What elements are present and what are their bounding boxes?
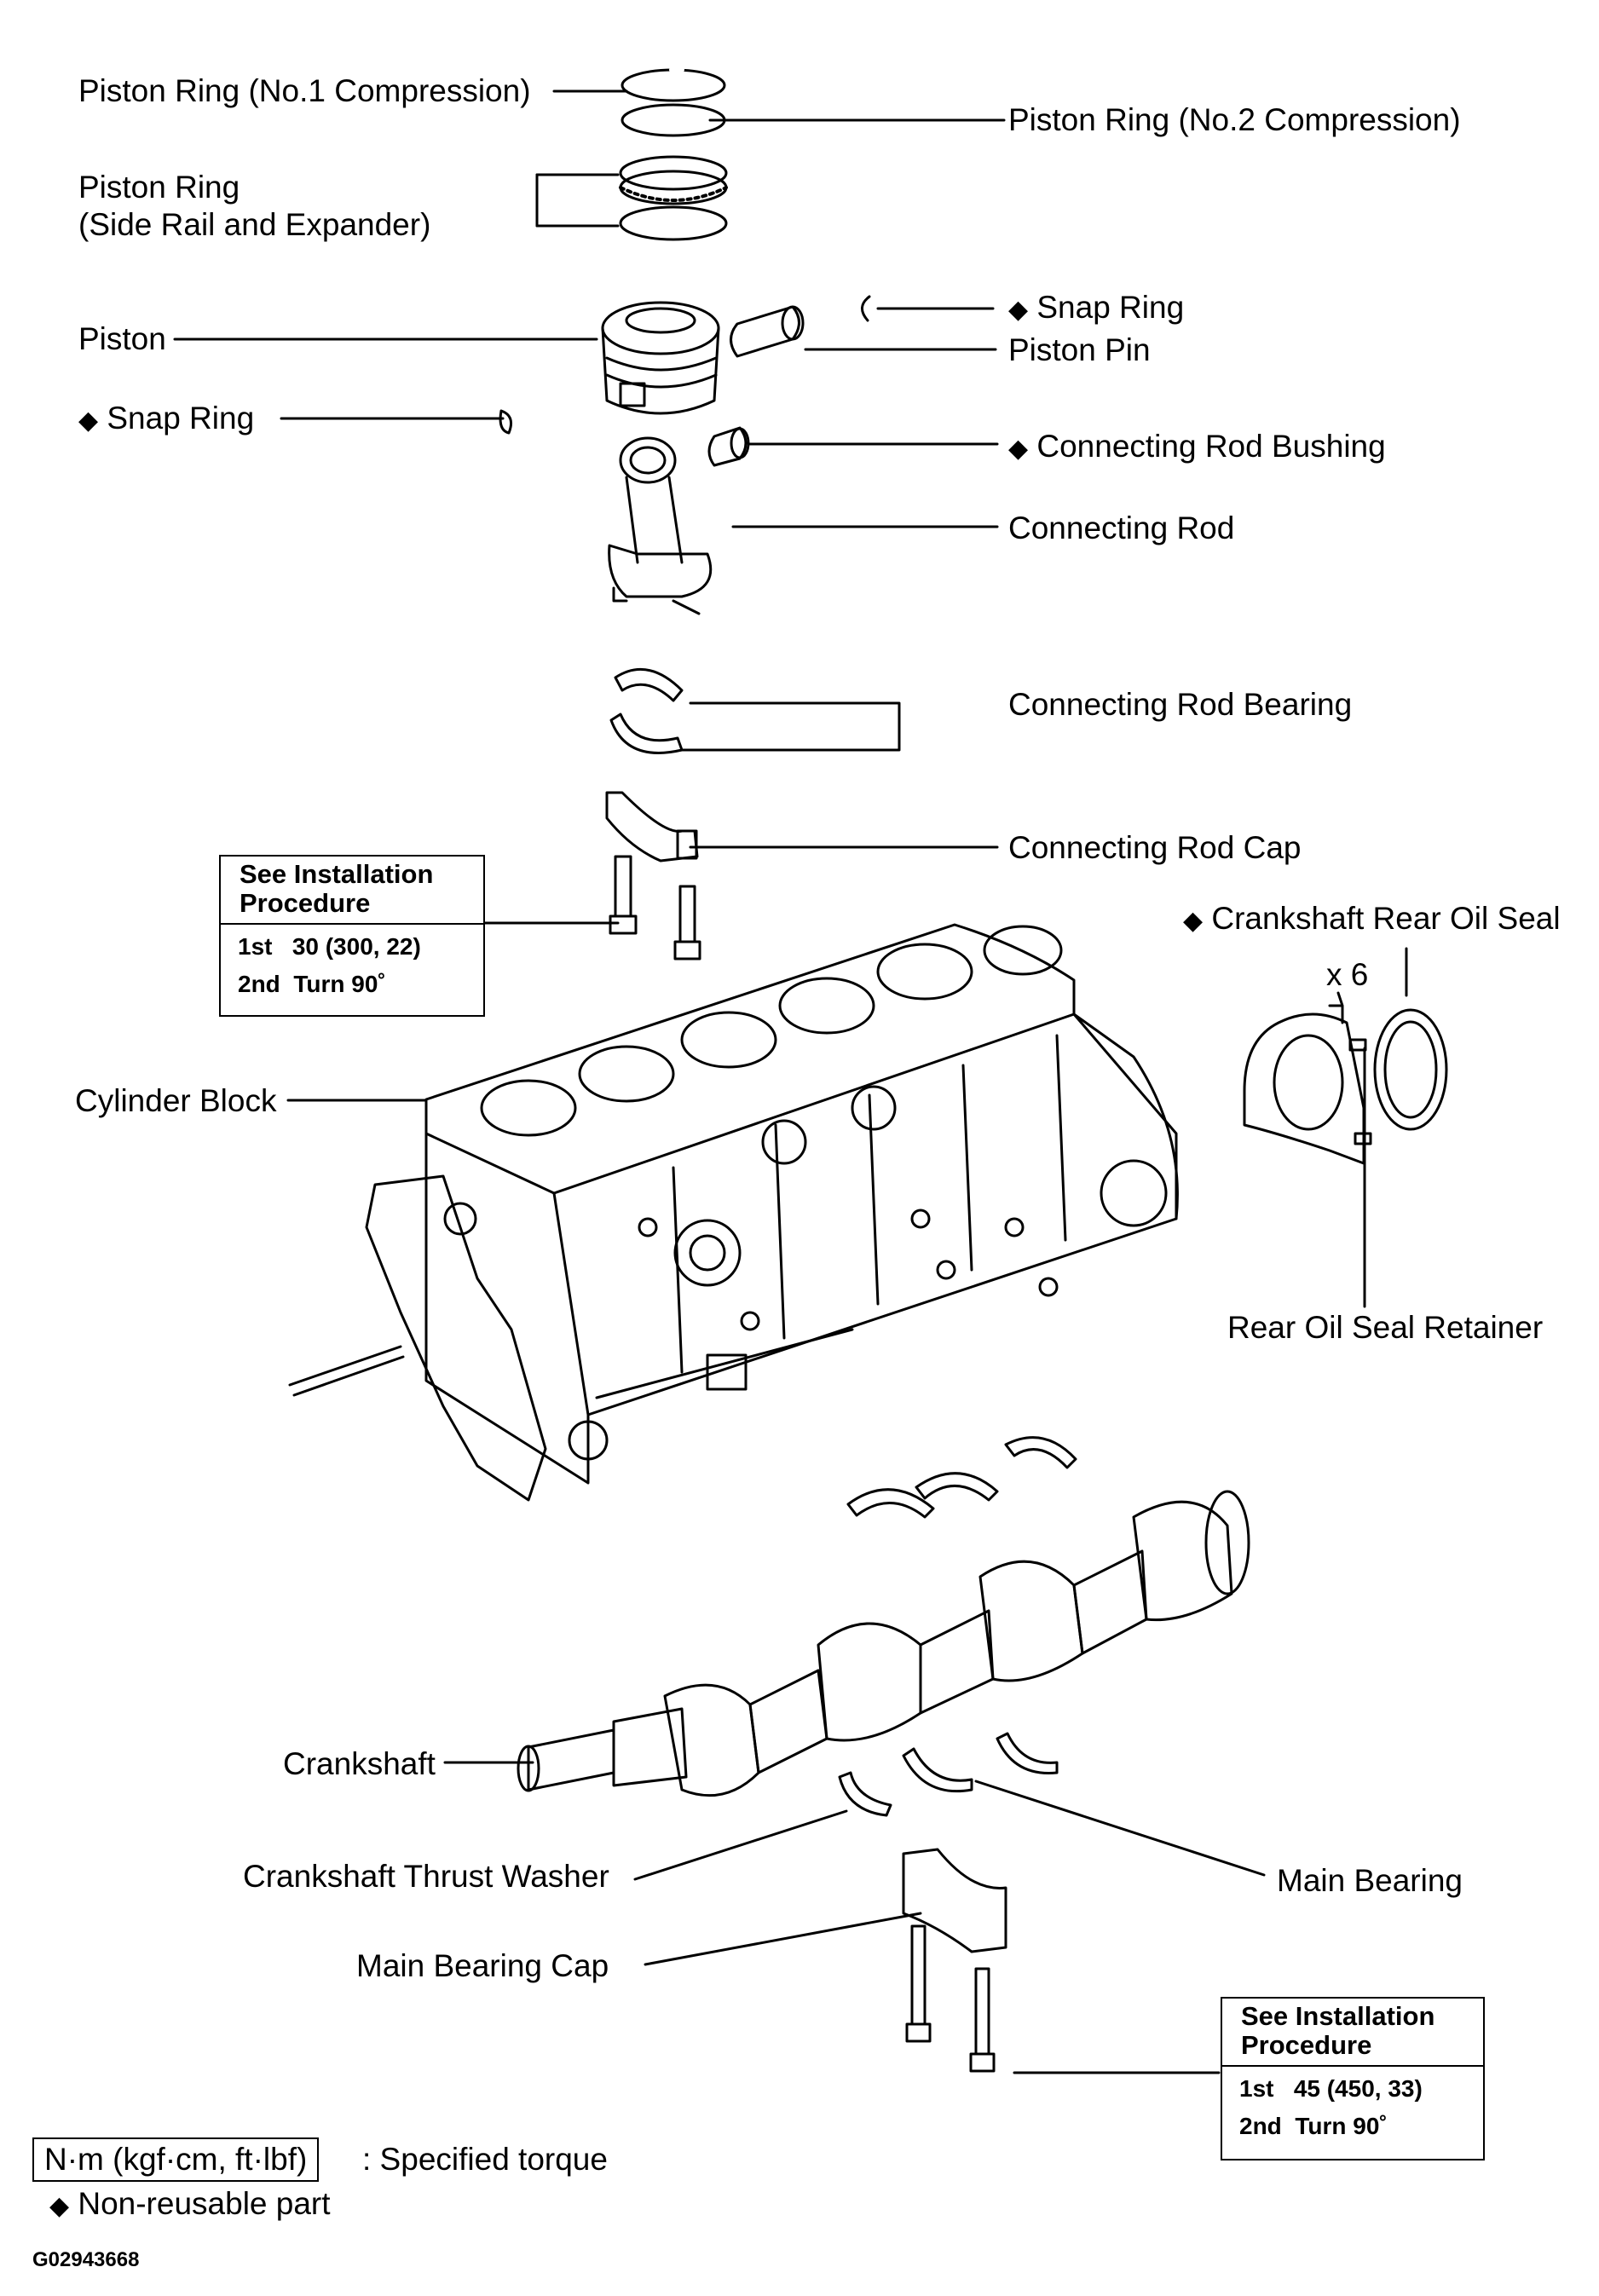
connecting-rod-bearing-shapes — [609, 667, 684, 754]
piston-shape — [601, 301, 720, 415]
label-snap-ring-right: ◆ Snap Ring — [1008, 290, 1185, 325]
label-crankshaft: Crankshaft — [283, 1746, 436, 1781]
connecting-rod-bolt-shapes — [609, 855, 701, 961]
label-crankshaft-thrust-washer: Crankshaft Thrust Washer — [243, 1859, 609, 1894]
upper-main-bearing-shapes — [846, 1436, 1077, 1519]
torque-step-2: 2nd Turn 90˚ — [238, 971, 386, 997]
legend-torque-description: : Specified torque — [362, 2142, 608, 2177]
torque-step-1: 1st 45 (450, 33) — [1239, 2075, 1423, 2102]
cylinder-block-shape — [288, 923, 1179, 1502]
label-main-bearing-cap: Main Bearing Cap — [356, 1948, 609, 1983]
oil-ring-shape — [619, 155, 728, 241]
figure-id: G02943668 — [32, 2248, 140, 2271]
leader-lines — [173, 89, 1408, 2074]
piston-ring-no2-shape — [621, 103, 726, 137]
label-connecting-rod-bushing: ◆ Connecting Rod Bushing — [1008, 429, 1386, 464]
label-main-bearing: Main Bearing — [1277, 1863, 1463, 1898]
label-snap-ring-left: ◆ Snap Ring — [78, 401, 255, 436]
non-reusable-diamond-icon: ◆ — [1008, 296, 1029, 324]
connecting-rod-shape — [608, 436, 713, 615]
torque-step-1: 1st 30 (300, 22) — [238, 933, 421, 960]
label-connecting-rod-bearing: Connecting Rod Bearing — [1008, 687, 1353, 722]
torque-box-connecting-rod: See Installation Procedure 1st 30 (300, … — [219, 855, 485, 1017]
non-reusable-diamond-icon: ◆ — [78, 407, 99, 435]
rear-oil-seal-retainer-shape — [1243, 991, 1372, 1165]
connecting-rod-cap-shape — [605, 791, 699, 862]
non-reusable-diamond-icon: ◆ — [1183, 907, 1204, 935]
label-rear-oil-seal-retainer: Rear Oil Seal Retainer — [1227, 1310, 1544, 1345]
label-connecting-rod-cap: Connecting Rod Cap — [1008, 830, 1302, 865]
label-piston-ring-oil-line2: (Side Rail and Expander) — [78, 207, 431, 242]
main-bearing-cap-bolt-shapes — [905, 1924, 996, 2073]
non-reusable-diamond-icon: ◆ — [49, 2192, 70, 2220]
torque-box-header: See Installation Procedure — [221, 857, 483, 925]
label-cylinder-block: Cylinder Block — [75, 1083, 277, 1118]
piston-pin-shape — [730, 305, 805, 358]
label-piston-ring-no2: Piston Ring (No.2 Compression) — [1008, 102, 1461, 137]
torque-box-header: See Installation Procedure — [1222, 1999, 1483, 2067]
torque-step-2: 2nd Turn 90˚ — [1239, 2113, 1388, 2139]
label-piston-ring-no1: Piston Ring (No.1 Compression) — [78, 73, 531, 108]
piston-ring-no1-shape — [621, 67, 726, 102]
torque-box-main-bearing: See Installation Procedure 1st 45 (450, … — [1221, 1997, 1485, 2160]
snap-ring-shapes — [499, 295, 871, 435]
label-piston-pin: Piston Pin — [1008, 332, 1151, 367]
label-piston: Piston — [78, 321, 166, 356]
crankshaft-rear-oil-seal-shape — [1373, 1008, 1448, 1131]
crankshaft-shape — [517, 1490, 1250, 1797]
non-reusable-diamond-icon: ◆ — [1008, 435, 1029, 463]
label-piston-ring-oil-line1: Piston Ring — [78, 170, 240, 205]
label-crankshaft-rear-oil-seal: ◆ Crankshaft Rear Oil Seal — [1183, 901, 1561, 936]
legend-torque-unit-box: N·m (kgf·cm, ft·lbf) — [32, 2137, 320, 2182]
label-connecting-rod: Connecting Rod — [1008, 511, 1235, 545]
lower-main-bearing-shapes — [838, 1732, 1059, 1817]
legend-non-reusable: ◆ Non-reusable part — [49, 2186, 331, 2221]
connecting-rod-bushing-shape — [707, 426, 750, 467]
label-bolt-quantity: x 6 — [1326, 957, 1369, 992]
main-bearing-cap-shape — [902, 1848, 1007, 1953]
